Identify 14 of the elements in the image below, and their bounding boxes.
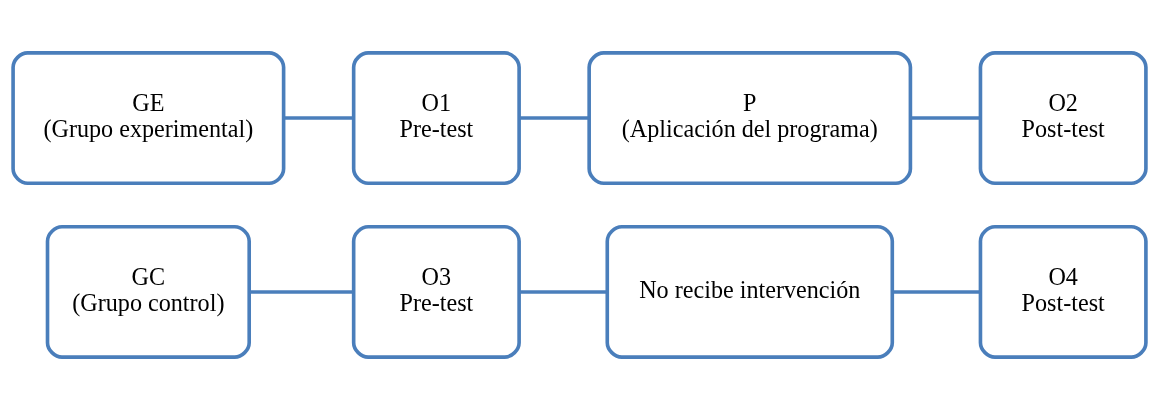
connector (910, 115, 981, 120)
connector (519, 289, 607, 294)
connector (892, 289, 981, 294)
connector (519, 115, 590, 120)
node-box: O2 Post-test (978, 50, 1148, 185)
node-box: GE (Grupo experimental) (11, 50, 286, 185)
connector (249, 289, 354, 294)
node-box: O3 Pre-test (351, 224, 521, 359)
node-box: GC (Grupo control) (45, 224, 251, 359)
node-box: P (Aplicación del programa) (587, 50, 913, 185)
node-box: O4 Post-test (978, 224, 1148, 359)
connector (284, 115, 354, 120)
node-box: O1 Pre-test (351, 50, 521, 185)
node-box: No recibe intervención (605, 224, 895, 359)
